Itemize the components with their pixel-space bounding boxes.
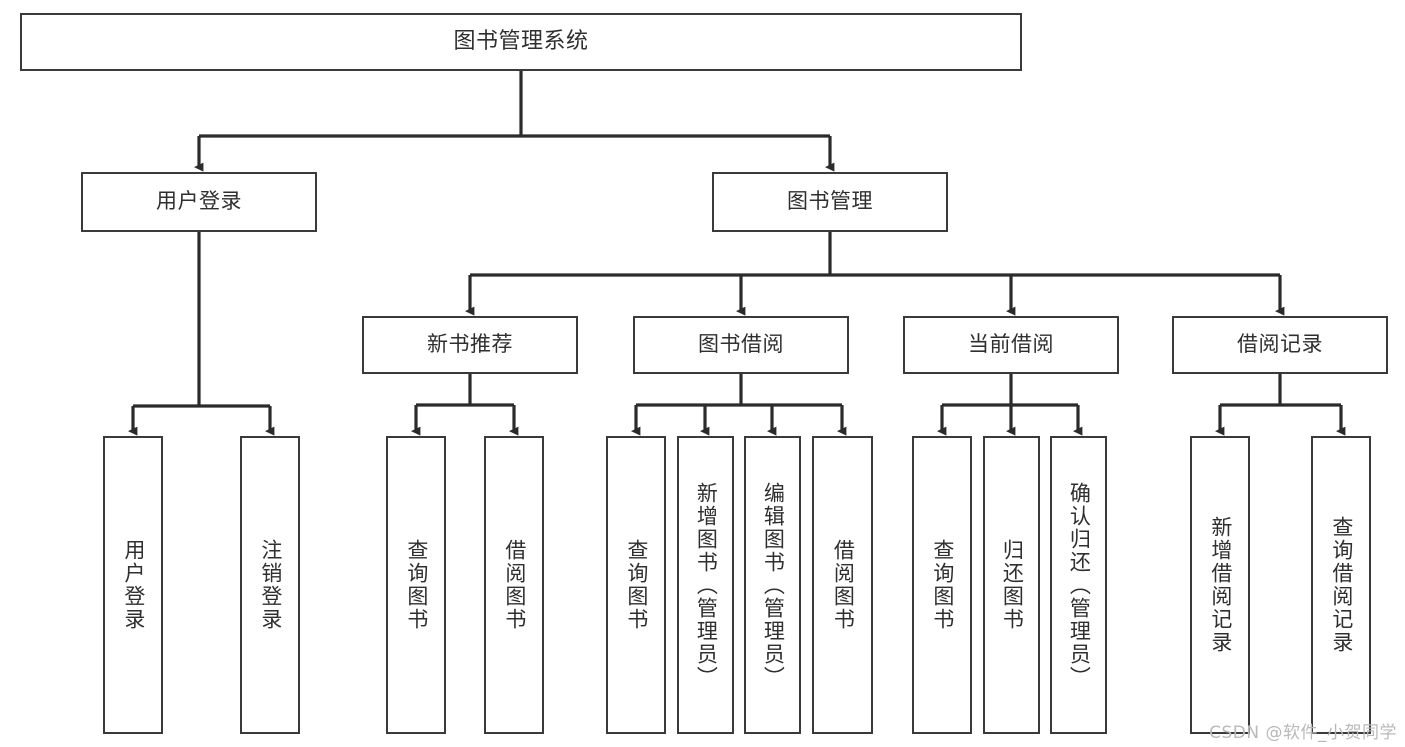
node-leaf-query-book-recommend[interactable]: 查询图书 xyxy=(386,436,446,734)
node-leaf-user-logout[interactable]: 注销登录 xyxy=(240,436,300,734)
node-leaf-borrow-book-recommend[interactable]: 借阅图书 xyxy=(484,436,544,734)
node-user-login[interactable]: 用户登录 xyxy=(81,172,317,232)
node-leaf-confirm-return-admin[interactable]: 确认归还（管理员） xyxy=(1050,436,1107,734)
node-leaf-query-book-borrow[interactable]: 查询图书 xyxy=(606,436,666,734)
node-new-book-recommend[interactable]: 新书推荐 xyxy=(362,316,578,374)
node-leaf-user-login[interactable]: 用户登录 xyxy=(103,436,163,734)
node-borrow-record[interactable]: 借阅记录 xyxy=(1172,316,1388,374)
node-leaf-query-book-current[interactable]: 查询图书 xyxy=(912,436,972,734)
csdn-watermark: CSDN @软件_小贺同学 xyxy=(1209,723,1397,743)
node-leaf-edit-book-admin[interactable]: 编辑图书（管理员） xyxy=(744,436,801,734)
node-root[interactable]: 图书管理系统 xyxy=(20,13,1022,71)
node-leaf-return-book[interactable]: 归还图书 xyxy=(983,436,1040,734)
node-book-manage[interactable]: 图书管理 xyxy=(712,172,948,232)
node-book-borrow[interactable]: 图书借阅 xyxy=(633,316,849,374)
node-current-borrow[interactable]: 当前借阅 xyxy=(903,316,1119,374)
node-leaf-borrow-book[interactable]: 借阅图书 xyxy=(812,436,873,734)
node-leaf-add-borrow-record[interactable]: 新增借阅记录 xyxy=(1190,436,1250,734)
node-leaf-query-borrow-record[interactable]: 查询借阅记录 xyxy=(1311,436,1371,734)
node-leaf-add-book-admin[interactable]: 新增图书（管理员） xyxy=(677,436,734,734)
